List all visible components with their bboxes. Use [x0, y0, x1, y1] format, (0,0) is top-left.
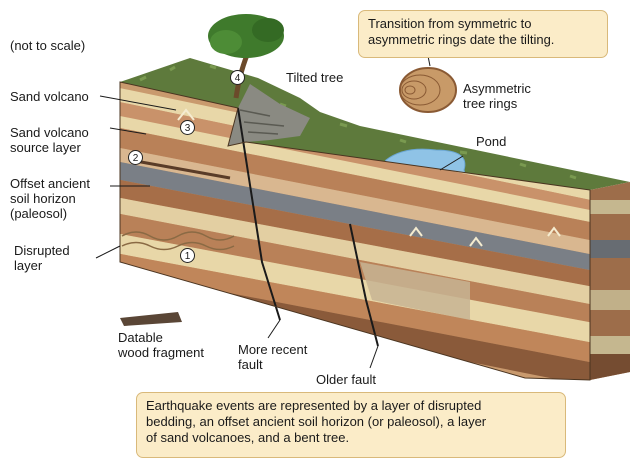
- pond-label: Pond: [476, 134, 507, 149]
- wood-fragment-line1: Datable: [118, 330, 163, 345]
- not-to-scale-label: (not to scale): [10, 38, 86, 53]
- asymmetric-rings-line1: Asymmetric: [463, 81, 531, 96]
- tilted-tree: [208, 14, 284, 99]
- marker-2: 2: [128, 150, 143, 165]
- more-recent-fault-line: [237, 107, 281, 321]
- summary-callout-line1: Earthquake events are represented by a l…: [146, 398, 482, 413]
- sand-volcano-source-label: Sand volcano source layer: [10, 125, 89, 155]
- tree-rings-icon: [399, 67, 457, 113]
- asymmetric-rings-line2: tree rings: [463, 96, 518, 111]
- sand-volcano-source-line1: Sand volcano: [10, 125, 89, 140]
- summary-callout-line3: of sand volcanoes, and a bent tree.: [146, 430, 350, 445]
- older-fault-line: [349, 223, 379, 347]
- marker-3: 3: [180, 120, 195, 135]
- summary-callout: Earthquake events are represented by a l…: [136, 392, 566, 458]
- wood-fragment-label: Datable wood fragment: [118, 330, 204, 360]
- marker-4: 4: [230, 70, 245, 85]
- sand-volcano-label: Sand volcano: [10, 89, 89, 104]
- wood-fragment-icon: [120, 312, 182, 326]
- marker-1: 1: [180, 248, 195, 263]
- tilted-tree-label: Tilted tree: [286, 70, 344, 85]
- fault-scarp: [228, 84, 310, 146]
- offset-paleosol-line1: Offset ancient: [10, 176, 90, 191]
- sand-volcano-marks: [177, 108, 561, 247]
- disrupted-layer-label: Disrupted layer: [14, 243, 70, 273]
- recent-fault-line2: fault: [238, 357, 263, 372]
- tree-rings-callout-line2: asymmetric rings date the tilting.: [368, 32, 555, 47]
- tree-rings-callout: Transition from symmetric to asymmetric …: [358, 10, 608, 58]
- disrupted-layer-line1: Disrupted: [14, 243, 70, 258]
- leader-lines: [95, 55, 464, 369]
- recent-fault-label: More recent fault: [238, 342, 307, 372]
- recent-fault-line1: More recent: [238, 342, 308, 357]
- asymmetric-rings-label: Asymmetric tree rings: [463, 81, 531, 111]
- offset-paleosol-line3: (paleosol): [10, 206, 68, 221]
- offset-paleosol-line2: soil horizon: [10, 191, 76, 206]
- grass-texture: [139, 64, 577, 180]
- wood-fragment-line2: wood fragment: [118, 345, 204, 360]
- disrupted-layer-line2: layer: [14, 258, 43, 273]
- summary-callout-line2: bedding, an offset ancient soil horizon …: [146, 414, 487, 429]
- sand-volcano-source-line2: source layer: [10, 140, 81, 155]
- tree-rings-callout-line1: Transition from symmetric to: [368, 16, 532, 31]
- offset-paleosol-label: Offset ancient soil horizon (paleosol): [10, 176, 90, 221]
- older-fault-label: Older fault: [316, 372, 376, 387]
